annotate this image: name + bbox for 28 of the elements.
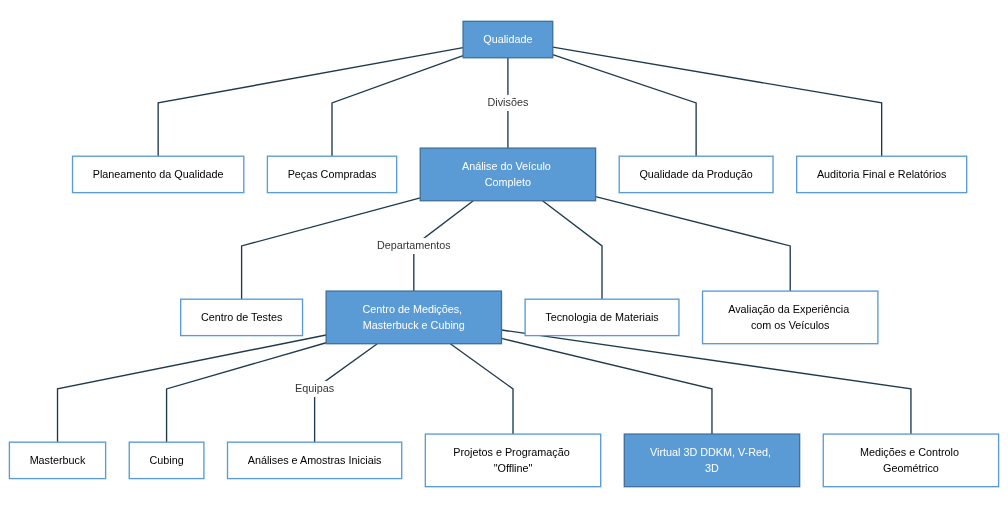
node-box: Avaliação da Experiência com os Veículos [701,289,879,344]
connector [541,199,603,300]
node-box: Cubing [128,441,205,479]
edge-label: Divisões [487,96,529,108]
edge-label: Equipas [295,382,335,394]
node-box: Medições e Controlo Geométrico [822,432,1000,487]
connector [165,341,327,443]
edge-label: Departamentos [376,239,451,251]
connector [56,333,327,443]
node-box: Qualidade [462,20,554,58]
node-box: Planeamento da Qualidade [71,155,245,193]
node-box: Projetos e Programação "Offline" [424,432,602,487]
connector [240,196,421,300]
node-box: Análises e Amostras Iniciais [226,441,403,479]
connector [331,54,464,157]
node-box: Qualidade da Produção [618,155,774,193]
node-box: Análise do Veículo Completo [419,146,597,201]
node-box: Centro de Medições, Masterbuck e Cubing [325,289,503,344]
connector [157,46,464,157]
node-box: Peças Compradas [266,155,398,193]
node-box: Auditoria Final e Relatórios [796,155,968,193]
connector [552,53,697,157]
node-box: Centro de Testes [180,298,304,336]
connector [449,342,514,435]
node-box: Virtual 3D DDKM, V-Red, 3D [623,432,801,487]
node-box: Masterbuck [8,441,107,479]
connector [552,45,883,157]
node-box: Tecnologia de Materiais [524,298,680,336]
